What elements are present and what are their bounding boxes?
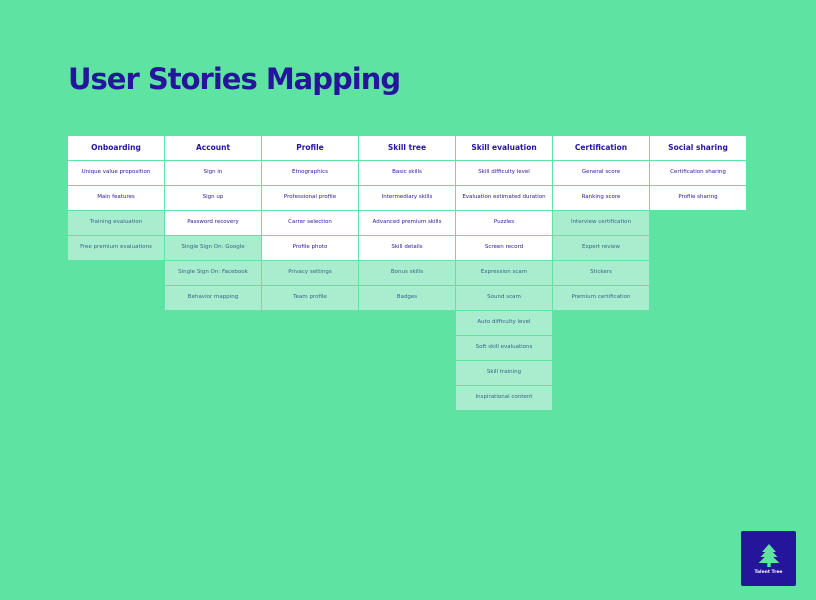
story-card-secondary[interactable]: Inspirational content bbox=[456, 386, 553, 411]
column-header: Social sharing bbox=[650, 136, 747, 161]
story-card-secondary[interactable]: Team profile bbox=[262, 286, 359, 311]
story-card[interactable]: Ranking score bbox=[553, 186, 650, 211]
column-header: Onboarding bbox=[68, 136, 165, 161]
story-card-secondary[interactable]: Privacy settings bbox=[262, 261, 359, 286]
pine-tree-icon bbox=[758, 544, 779, 567]
column-header: Profile bbox=[262, 136, 359, 161]
story-card[interactable]: Password recovery bbox=[165, 211, 262, 236]
story-card[interactable]: Certification sharing bbox=[650, 161, 747, 186]
story-card[interactable]: Basic skills bbox=[359, 161, 456, 186]
story-card[interactable]: Unique value proposition bbox=[68, 161, 165, 186]
story-card[interactable]: Professional profile bbox=[262, 186, 359, 211]
story-card-secondary[interactable]: Badges bbox=[359, 286, 456, 311]
story-card-secondary[interactable]: Premium certification bbox=[553, 286, 650, 311]
column-header: Skill evaluation bbox=[456, 136, 553, 161]
story-card[interactable]: Sign up bbox=[165, 186, 262, 211]
story-card[interactable]: Profile sharing bbox=[650, 186, 747, 211]
story-card-secondary[interactable]: Expression scam bbox=[456, 261, 553, 286]
story-card[interactable]: Evaluation estimated duration bbox=[456, 186, 553, 211]
story-card[interactable]: Skill details bbox=[359, 236, 456, 261]
story-card[interactable]: Skill difficulty level bbox=[456, 161, 553, 186]
column-header: Account bbox=[165, 136, 262, 161]
story-card-secondary[interactable]: Interview certification bbox=[553, 211, 650, 236]
story-card[interactable]: Intermediary skills bbox=[359, 186, 456, 211]
story-card[interactable]: Puzzles bbox=[456, 211, 553, 236]
page-title: User Stories Mapping bbox=[68, 62, 401, 96]
story-card-secondary[interactable]: Single Sign On: Facebook bbox=[165, 261, 262, 286]
story-card-secondary[interactable]: Expert review bbox=[553, 236, 650, 261]
story-card[interactable]: Screen record bbox=[456, 236, 553, 261]
story-card[interactable]: Etnographics bbox=[262, 161, 359, 186]
story-card[interactable]: Sign in bbox=[165, 161, 262, 186]
story-card-secondary[interactable]: Free premium evaluations bbox=[68, 236, 165, 261]
column-header: Skill tree bbox=[359, 136, 456, 161]
story-card[interactable]: Carrer selection bbox=[262, 211, 359, 236]
story-card-secondary[interactable]: Single Sign On: Google bbox=[165, 236, 262, 261]
story-card-secondary[interactable]: Auto difficulty level bbox=[456, 311, 553, 336]
talent-tree-logo: Talent Tree bbox=[741, 531, 796, 586]
logo-text: Talent Tree bbox=[754, 570, 783, 575]
story-card[interactable]: General score bbox=[553, 161, 650, 186]
story-card-secondary[interactable]: Behavior mapping bbox=[165, 286, 262, 311]
story-card-secondary[interactable]: Training evaluation bbox=[68, 211, 165, 236]
story-card[interactable]: Profile photo bbox=[262, 236, 359, 261]
story-card-secondary[interactable]: Stickers bbox=[553, 261, 650, 286]
story-card-secondary[interactable]: Bonus skills bbox=[359, 261, 456, 286]
story-card[interactable]: Advanced premium skills bbox=[359, 211, 456, 236]
column-header: Certification bbox=[553, 136, 650, 161]
story-card-secondary[interactable]: Skill training bbox=[456, 361, 553, 386]
story-card-secondary[interactable]: Soft skill evaluations bbox=[456, 336, 553, 361]
story-card[interactable]: Main features bbox=[68, 186, 165, 211]
story-card-secondary[interactable]: Sound scam bbox=[456, 286, 553, 311]
